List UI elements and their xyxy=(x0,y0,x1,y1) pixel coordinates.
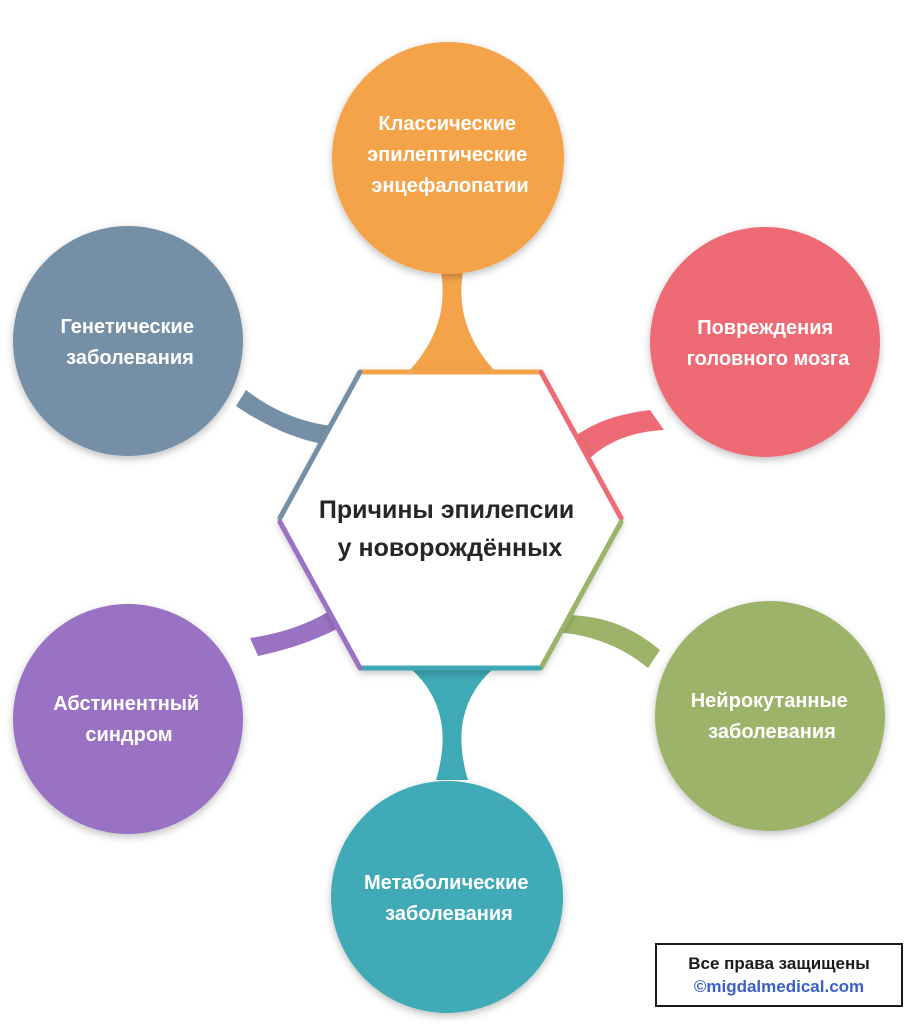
center-hexagon xyxy=(278,370,623,670)
copyright-text: Все права защищены xyxy=(688,953,870,973)
node-label-lower-left-line-1: Абстинентный xyxy=(53,693,199,715)
node-label-bottom-line-1: Метаболические xyxy=(364,872,529,894)
node-label-lower-right: Нейрокутанные заболевания xyxy=(691,690,854,743)
center-title: Причины эпилепсии у новорождённых xyxy=(319,496,581,562)
node-circle-top xyxy=(332,42,564,274)
center-title-line-2: у новорождённых xyxy=(338,534,563,562)
connector-bottom xyxy=(410,668,494,780)
node-circle-lower-right xyxy=(655,601,885,831)
center-title-line-1: Причины эпилепсии xyxy=(319,496,574,524)
node-label-upper-left: Генетические заболевания xyxy=(60,316,199,369)
connector-lower-right xyxy=(556,615,660,668)
hexagon-border xyxy=(277,369,624,671)
node-circle-upper-left xyxy=(13,226,243,456)
node-circle-upper-right xyxy=(650,227,880,457)
node-label-upper-left-line-1: Генетические xyxy=(60,316,194,338)
node-label-upper-right: Повреждения головного мозга xyxy=(687,317,851,370)
node-label-bottom-line-2: заболевания xyxy=(385,903,513,925)
connector-upper-right xyxy=(570,410,664,458)
node-label-lower-left: Абстинентный синдром xyxy=(53,693,205,746)
copyright-box: Все права защищены ©migdalmedical.com xyxy=(655,943,903,1007)
copyright-site: ©migdalmedical.com xyxy=(693,976,865,996)
node-label-bottom: Метаболические заболевания xyxy=(364,872,534,925)
connector-upper-left xyxy=(236,390,332,444)
node-label-lower-right-line-2: заболевания xyxy=(708,721,836,743)
node-label-top-line-1: Классические xyxy=(378,113,516,135)
node-label-lower-right-line-1: Нейрокутанные xyxy=(691,690,848,712)
connector-top xyxy=(410,250,494,370)
node-circle-bottom xyxy=(331,781,563,1013)
node-label-upper-right-line-2: головного мозга xyxy=(687,348,851,370)
node-label-upper-left-line-2: заболевания xyxy=(66,347,194,369)
node-label-top-line-3: энцефалопатии xyxy=(371,175,528,197)
node-label-top-line-2: эпилептические xyxy=(367,144,527,166)
node-label-top: Классические эпилептические энцефалопати… xyxy=(367,113,533,197)
node-circle-lower-left xyxy=(13,604,243,834)
node-label-lower-left-line-2: синдром xyxy=(85,724,172,746)
node-label-upper-right-line-1: Повреждения xyxy=(697,317,833,339)
